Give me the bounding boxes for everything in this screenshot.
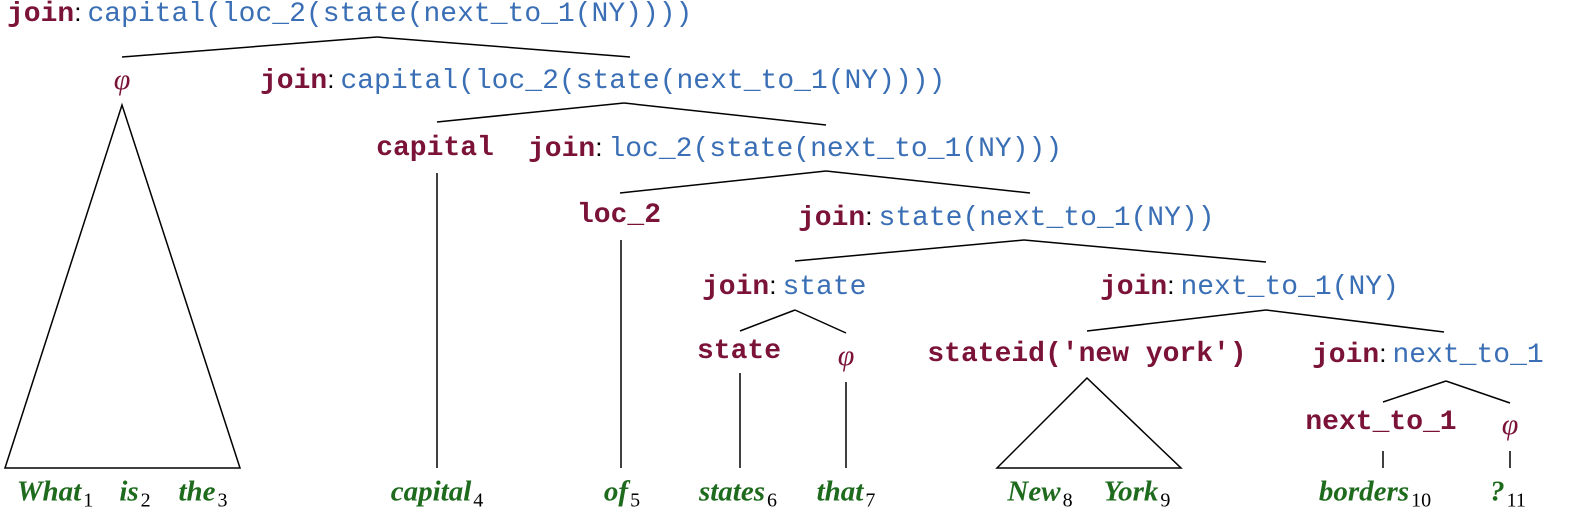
next-to-1-node: next_to_1	[1305, 409, 1456, 437]
separator: :	[769, 270, 777, 300]
join-next-node: join:next_to_1	[1312, 340, 1544, 370]
logical-form: capital(loc_2(state(next_to_1(NY))))	[340, 66, 946, 97]
token-word: of	[603, 475, 629, 508]
logical-form: next_to_1	[1392, 340, 1544, 371]
token-index: 5	[630, 489, 641, 512]
join-keyword: join	[528, 134, 596, 165]
separator: :	[74, 0, 82, 27]
token-index: 1	[83, 489, 94, 512]
join-state-full-node: join:state(next_to_1(NY))	[798, 203, 1215, 233]
token-index: 2	[140, 489, 151, 512]
logical-form: loc_2(state(next_to_1(NY)))	[608, 134, 1063, 165]
separator: :	[1167, 270, 1175, 300]
predicate-label: stateid('new york')	[927, 339, 1247, 370]
phi-node-2: φ	[838, 341, 855, 371]
capital-node: capital	[376, 135, 494, 163]
separator: :	[865, 201, 873, 231]
token-word: New	[1007, 475, 1061, 508]
predicate-label: capital	[376, 133, 494, 164]
state-node: state	[697, 338, 781, 366]
join-next-ny-node: join:next_to_1(NY)	[1100, 272, 1399, 302]
token-index: 3	[217, 489, 228, 512]
token-index: 9	[1160, 489, 1171, 512]
token-index: 11	[1506, 489, 1526, 512]
token-index: 10	[1411, 489, 1432, 512]
token-word: that	[816, 475, 864, 508]
token-word: borders	[1318, 475, 1410, 508]
token-index: 8	[1062, 489, 1073, 512]
token-word: states	[698, 475, 766, 508]
predicate-label: next_to_1	[1305, 407, 1457, 438]
join-keyword: join	[702, 272, 770, 303]
logical-form: capital(loc_2(state(next_to_1(NY))))	[87, 0, 693, 30]
token-word: York	[1103, 475, 1159, 508]
separator: :	[595, 132, 603, 162]
token-word: What	[16, 475, 82, 508]
separator: :	[1379, 338, 1387, 368]
predicate-label: loc_2	[576, 200, 662, 231]
token-index: 4	[473, 489, 484, 512]
join-keyword: join	[798, 203, 866, 234]
phi-symbol: φ	[1501, 408, 1519, 441]
root-node: join:capital(loc_2(state(next_to_1(NY)))…	[7, 0, 692, 29]
phi-symbol: φ	[837, 339, 855, 372]
phi-symbol: φ	[113, 63, 131, 96]
phi-node-3: φ	[1502, 410, 1519, 440]
token-word: is	[119, 475, 139, 508]
token-word: capital	[390, 475, 472, 508]
logical-form: state(next_to_1(NY))	[878, 203, 1215, 234]
predicate-label: state	[696, 336, 782, 367]
logical-form: next_to_1(NY)	[1180, 272, 1399, 303]
stateid-node: stateid('new york')	[927, 341, 1246, 369]
loc2-node: loc_2	[577, 202, 661, 230]
join-keyword: join	[1100, 272, 1168, 303]
token-index: 7	[865, 489, 876, 512]
join-keyword: join	[1312, 340, 1380, 371]
logical-form: state	[782, 272, 867, 303]
join-loc2-node: join:loc_2(state(next_to_1(NY)))	[528, 134, 1062, 164]
token-word: the	[178, 475, 216, 508]
join-capital-node: join:capital(loc_2(state(next_to_1(NY)))…	[260, 66, 945, 96]
join-state-node: join:state	[702, 272, 866, 302]
token-index: 6	[767, 489, 778, 512]
phi-node-1: φ	[114, 65, 131, 95]
join-keyword: join	[260, 66, 328, 97]
join-keyword: join	[7, 0, 75, 30]
separator: :	[327, 64, 335, 94]
token: ?11	[1490, 475, 1526, 511]
token-word: ?	[1490, 475, 1505, 508]
